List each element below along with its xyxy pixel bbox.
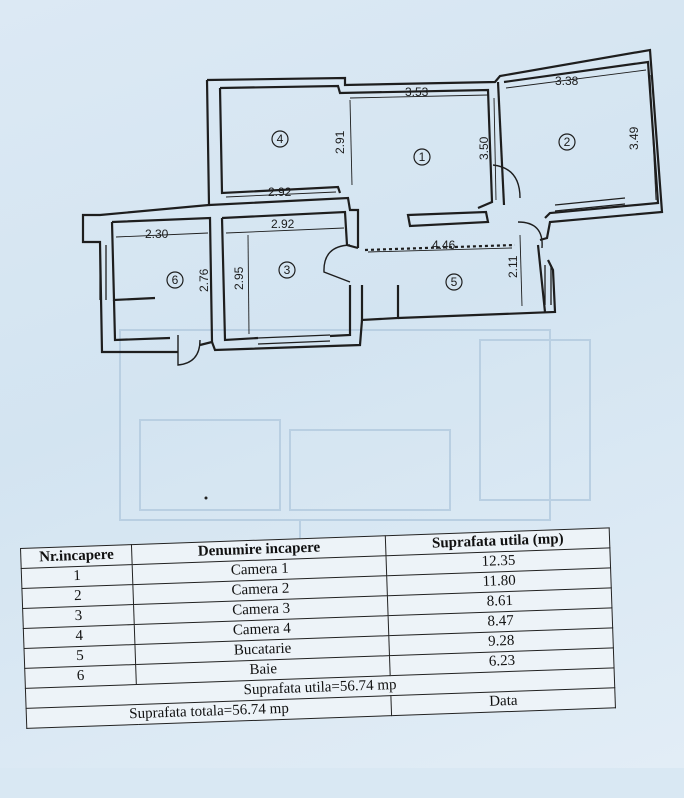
dim-room4-width: 2.92 <box>268 185 292 199</box>
outer-wall-bottom-left <box>210 319 364 352</box>
door-arc-room6 <box>177 335 201 366</box>
room5-right-wall <box>536 244 547 313</box>
room-number-2: 2 <box>564 135 571 149</box>
room-number-3: 3 <box>284 263 291 277</box>
dim-room3-height: 2.95 <box>232 266 246 290</box>
room3-left-wall <box>220 217 259 342</box>
door-arc-room3 <box>323 244 351 283</box>
window-room5 <box>544 265 552 305</box>
window-room2 <box>554 197 626 212</box>
room-circle-5 <box>445 273 463 291</box>
dim-room6-width: 2.30 <box>145 227 169 241</box>
door-arc-room5 <box>517 221 543 249</box>
room-number-5: 5 <box>451 275 458 289</box>
room3-top-walls <box>221 210 359 250</box>
window-1 <box>406 210 490 228</box>
room-circle-6 <box>166 271 184 289</box>
dim-room2-height: 3.49 <box>627 126 641 150</box>
dim-room1-width: 3.53 <box>405 85 429 99</box>
room-number-4: 4 <box>277 132 284 146</box>
door-arc-room2 <box>492 164 521 199</box>
room6-bottom-wall <box>112 299 171 342</box>
ink-dot <box>204 496 208 500</box>
area-table: Nr.incapere Denumire incapere Suprafata … <box>20 527 616 729</box>
window-room6 <box>99 245 107 300</box>
dim-room2-width: 3.38 <box>555 74 579 88</box>
dim-room3-width: 2.92 <box>271 217 295 231</box>
wall-1-2 <box>496 81 506 206</box>
floor-plan: 1 2 3 4 5 6 3.53 3.38 2.91 3.50 3.49 2.9… <box>81 48 664 500</box>
wall-4-3 <box>208 196 360 248</box>
dim-room1-height: 3.50 <box>477 136 491 160</box>
dim-room5-height: 2.11 <box>506 255 520 278</box>
wall-bottom-mid <box>360 285 400 322</box>
area-table-wrapper: Nr.incapere Denumire incapere Suprafata … <box>20 526 648 797</box>
window-room3 <box>257 334 331 345</box>
room1-inner-walls <box>219 84 494 210</box>
room3-right-wall <box>329 285 352 338</box>
room-number-6: 6 <box>172 273 179 287</box>
faint-background-plan <box>119 329 591 540</box>
room-circle-1 <box>413 148 431 166</box>
outer-wall-top <box>206 48 664 242</box>
outer-wall-left <box>81 79 211 354</box>
room-circle-2 <box>558 133 576 151</box>
room2-inner-walls <box>503 60 660 219</box>
room5-divider <box>364 243 516 252</box>
room-number-1: 1 <box>419 150 426 164</box>
room4-inner-walls <box>218 87 342 195</box>
room-circle-4 <box>271 130 289 148</box>
dim-room5-width: 4.46 <box>432 238 456 252</box>
room5-walls <box>397 259 557 320</box>
dim-room6-height: 2.76 <box>197 268 211 292</box>
room-circle-3 <box>278 261 296 279</box>
dim-room4-height: 2.91 <box>333 130 347 154</box>
